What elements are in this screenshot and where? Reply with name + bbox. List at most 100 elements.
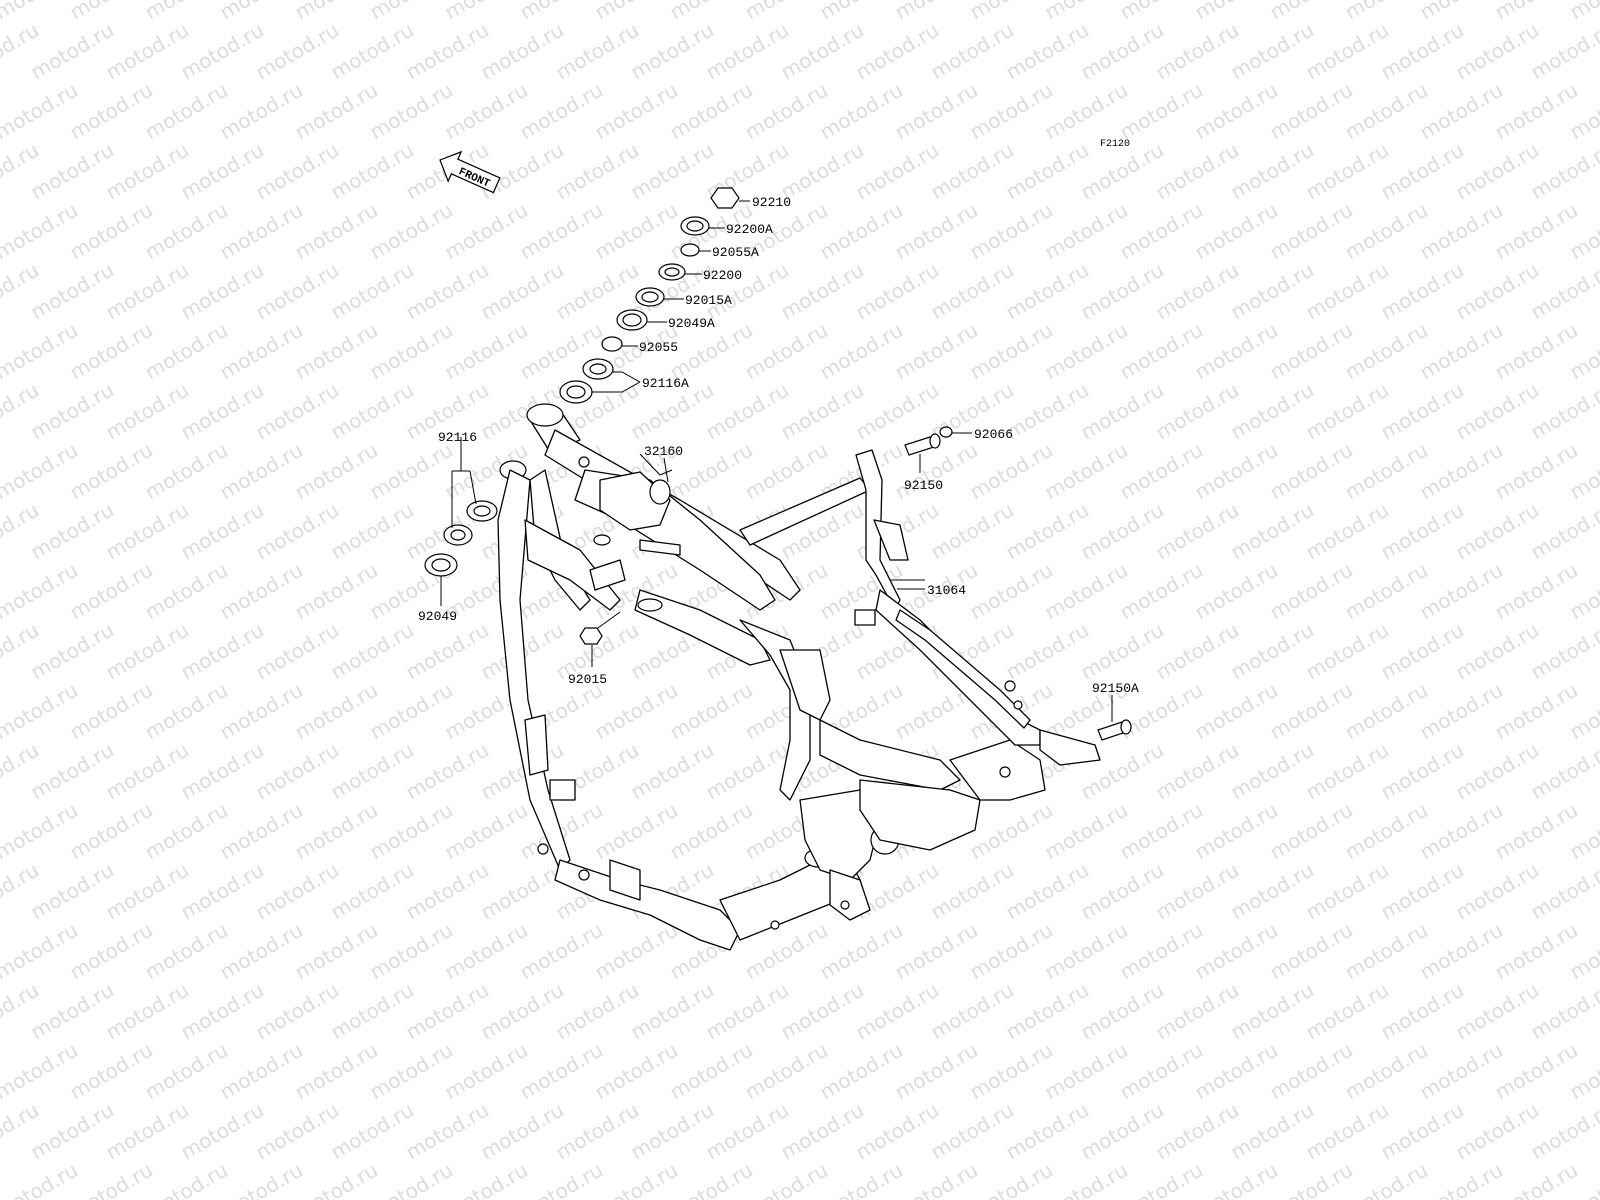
watermark-text: motod.ru	[1491, 1038, 1582, 1105]
watermark-text: motod.ru	[327, 978, 418, 1045]
watermark-text: motod.ru	[591, 678, 682, 745]
watermark-text: motod.ru	[1527, 738, 1600, 805]
watermark-text: motod.ru	[1041, 438, 1132, 505]
watermark-text: motod.ru	[516, 198, 607, 265]
watermark-text: motod.ru	[1491, 438, 1582, 505]
part-92116-bearings[interactable]	[443, 437, 498, 546]
watermark-text: motod.ru	[966, 558, 1057, 625]
watermark-text: motod.ru	[1452, 618, 1543, 685]
watermark-text: motod.ru	[141, 198, 232, 265]
rear-frame-31064[interactable]	[739, 449, 1101, 766]
watermark-text: motod.ru	[1452, 138, 1543, 205]
part-92015A-locknut[interactable]	[635, 287, 684, 307]
watermark-text: motod.ru	[141, 678, 232, 745]
watermark-text: motod.ru	[777, 1098, 868, 1165]
main-frame-32160[interactable]	[497, 403, 1046, 951]
watermark-text: motod.ru	[177, 1098, 268, 1165]
watermark-text: motod.ru	[366, 318, 457, 385]
watermark-text: motod.ru	[852, 258, 943, 325]
watermark-text: motod.ru	[777, 378, 868, 445]
watermark-text: motod.ru	[216, 678, 307, 745]
watermark-text: motod.ru	[627, 738, 718, 805]
watermark-text: motod.ru	[1191, 198, 1282, 265]
part-92055A-oring[interactable]	[680, 243, 711, 257]
label-92200A: 92200A	[726, 222, 773, 237]
label-92200: 92200	[703, 268, 742, 283]
watermark-text: motod.ru	[1041, 918, 1132, 985]
watermark-text: motod.ru	[1116, 438, 1207, 505]
part-92049A-seal[interactable]	[616, 309, 667, 331]
part-92116A-bearings[interactable]	[559, 358, 641, 404]
watermark-text: motod.ru	[1452, 378, 1543, 445]
figure-code: F2120	[1100, 139, 1130, 150]
watermark-text: motod.ru	[1152, 618, 1243, 685]
watermark-text: motod.ru	[1452, 258, 1543, 325]
watermark-text: motod.ru	[852, 138, 943, 205]
watermark-text: motod.ru	[702, 978, 793, 1045]
watermark-text: motod.ru	[1266, 918, 1357, 985]
watermark-text: motod.ru	[1227, 1098, 1318, 1165]
watermark-text: motod.ru	[1377, 978, 1468, 1045]
watermark-text: motod.ru	[1452, 858, 1543, 925]
watermark-text: motod.ru	[1491, 558, 1582, 625]
label-92049A: 92049A	[668, 316, 715, 331]
watermark-text: motod.ru	[27, 498, 118, 565]
watermark-text: motod.ru	[777, 978, 868, 1045]
watermark-text: motod.ru	[927, 258, 1018, 325]
watermark-text: motod.ru	[1266, 1038, 1357, 1105]
watermark-text: motod.ru	[852, 858, 943, 925]
watermark-text: motod.ru	[1527, 978, 1600, 1045]
part-92049-seal[interactable]	[424, 553, 458, 606]
watermark-text: motod.ru	[1491, 198, 1582, 265]
watermark-text: motod.ru	[1266, 78, 1357, 145]
watermark-text: motod.ru	[1341, 1038, 1432, 1105]
watermark-text: motod.ru	[0, 198, 82, 265]
watermark-text: motod.ru	[477, 258, 568, 325]
watermark-text: motod.ru	[141, 438, 232, 505]
part-92055-oring[interactable]	[601, 336, 638, 352]
watermark-text: motod.ru	[1116, 558, 1207, 625]
watermark-text: motod.ru	[102, 738, 193, 805]
label-92055A: 92055A	[712, 245, 759, 260]
watermark-text: motod.ru	[1491, 318, 1582, 385]
label-92150: 92150	[904, 433, 943, 493]
watermark-text: motod.ru	[1377, 498, 1468, 565]
watermark-text: motod.ru	[1341, 198, 1432, 265]
watermark-text: motod.ru	[1191, 558, 1282, 625]
watermark-text: motod.ru	[1116, 318, 1207, 385]
label-92055: 92055	[639, 340, 678, 355]
watermark-text: motod.ru	[327, 738, 418, 805]
watermark-text: motod.ru	[1416, 918, 1507, 985]
part-92200-lockwasher[interactable]	[658, 263, 702, 281]
label-92015: 92015	[568, 611, 621, 687]
watermark-text: motod.ru	[891, 318, 982, 385]
watermark-text: motod.ru	[1002, 858, 1093, 925]
watermark-text: motod.ru	[1416, 198, 1507, 265]
watermark-text: motod.ru	[852, 378, 943, 445]
watermark-text: motod.ru	[1152, 978, 1243, 1045]
watermark-text: motod.ru	[1077, 258, 1168, 325]
watermark-text: motod.ru	[1227, 498, 1318, 565]
watermark-text: motod.ru	[1227, 258, 1318, 325]
watermark-text: motod.ru	[1041, 558, 1132, 625]
watermark-text: motod.ru	[1227, 138, 1318, 205]
part-92200A-washer[interactable]	[680, 216, 725, 236]
watermark-text: motod.ru	[1377, 1098, 1468, 1165]
watermark-text: motod.ru	[1227, 978, 1318, 1045]
watermark-text: motod.ru	[1302, 618, 1393, 685]
watermark-text: motod.ru	[1227, 618, 1318, 685]
watermark-text: motod.ru	[366, 78, 457, 145]
watermark-text: motod.ru	[1527, 258, 1600, 325]
watermark-text: motod.ru	[102, 378, 193, 445]
watermark-text: motod.ru	[141, 318, 232, 385]
watermark-text: motod.ru	[1266, 798, 1357, 865]
watermark-text: motod.ru	[177, 378, 268, 445]
svg-text:92055A: 92055A	[712, 245, 759, 260]
part-92210-nut[interactable]	[710, 187, 750, 209]
watermark-text: motod.ru	[252, 858, 343, 925]
watermark-text: motod.ru	[1341, 678, 1432, 745]
watermark-text: motod.ru	[1341, 558, 1432, 625]
watermark-text: motod.ru	[816, 318, 907, 385]
watermark-text: motod.ru	[102, 618, 193, 685]
